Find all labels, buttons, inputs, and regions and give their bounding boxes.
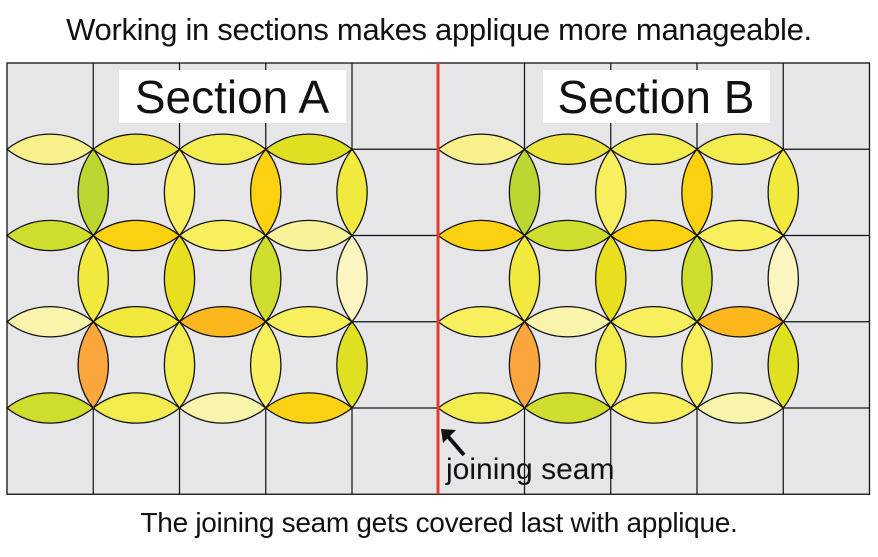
petal-layer [5, 133, 800, 424]
section-a-label: Section A [135, 71, 330, 123]
petal-vertical [767, 320, 800, 410]
petal-vertical [77, 320, 110, 410]
section-a-label-box [119, 70, 346, 123]
bottom-caption: The joining seam gets covered last with … [140, 507, 738, 538]
petal-vertical [336, 320, 368, 410]
seam-arrow-icon [441, 429, 466, 457]
section-b-label: Section B [558, 71, 755, 123]
petal-vertical [508, 320, 541, 410]
joining-seam-label: joining seam [445, 453, 614, 486]
section-b-label-box [543, 70, 770, 123]
petal-vertical [163, 320, 196, 410]
top-caption: Working in sections makes applique more … [66, 12, 812, 47]
petal-vertical [249, 320, 282, 410]
petal-vertical [681, 320, 713, 410]
petal-vertical [594, 320, 627, 410]
